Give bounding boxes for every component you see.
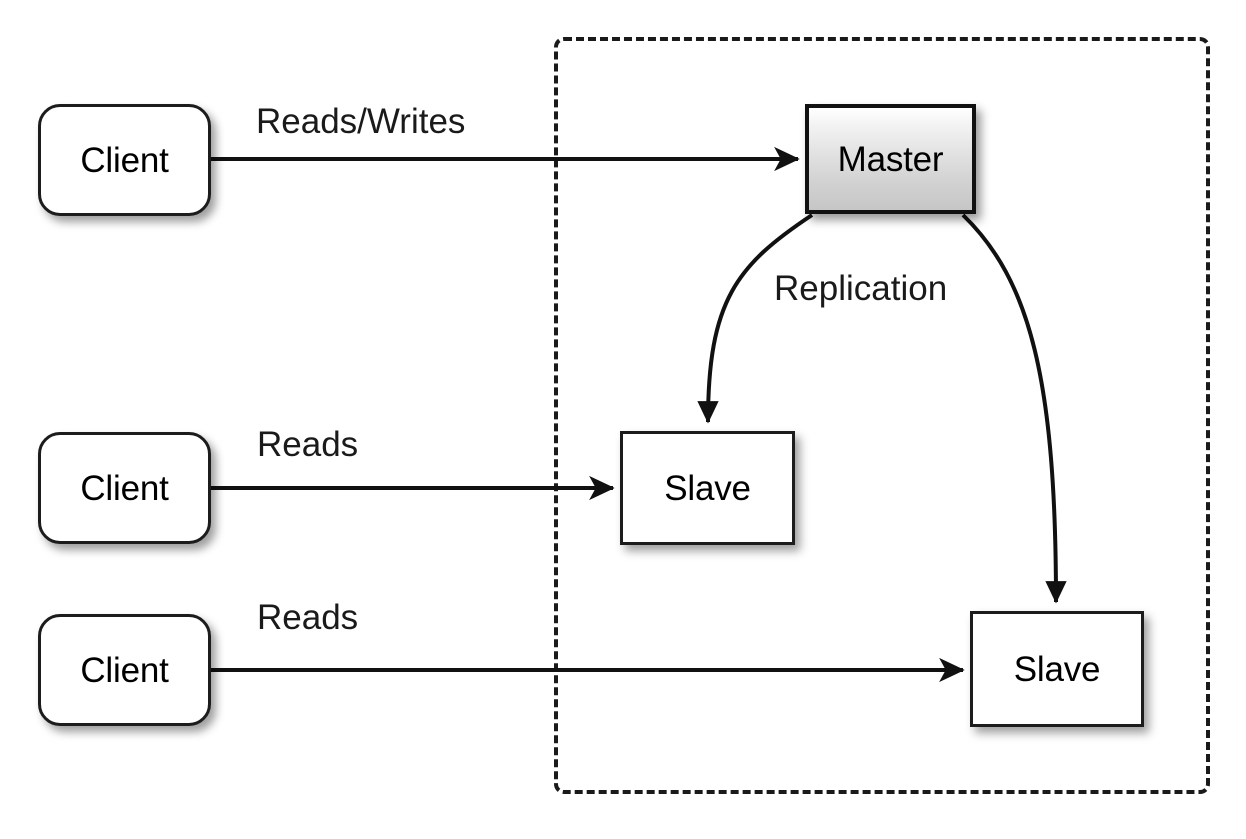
- edge-master-slave2: [961, 213, 1067, 604]
- edge-label-reads-1: Reads: [257, 425, 359, 464]
- node-slave-2[interactable]: Slave: [970, 611, 1144, 727]
- node-client-1[interactable]: Client: [38, 104, 211, 216]
- edge-label-replication: Replication: [774, 269, 948, 308]
- node-client-1-label: Client: [80, 140, 169, 180]
- node-client-3[interactable]: Client: [38, 614, 211, 726]
- node-slave-1-label: Slave: [664, 468, 751, 508]
- edge-master-slave1: [697, 213, 814, 424]
- node-master[interactable]: Master: [805, 104, 976, 214]
- node-client-2[interactable]: Client: [38, 432, 211, 544]
- edge-label-reads-2: Reads: [257, 598, 359, 637]
- node-master-label: Master: [837, 139, 944, 179]
- edge-label-reads-writes: Reads/Writes: [256, 102, 466, 141]
- database-cluster-boundary: [554, 37, 1210, 794]
- node-slave-2-label: Slave: [1013, 649, 1101, 689]
- node-client-2-label: Client: [80, 468, 169, 508]
- node-slave-1[interactable]: Slave: [620, 431, 795, 545]
- node-client-3-label: Client: [80, 650, 169, 690]
